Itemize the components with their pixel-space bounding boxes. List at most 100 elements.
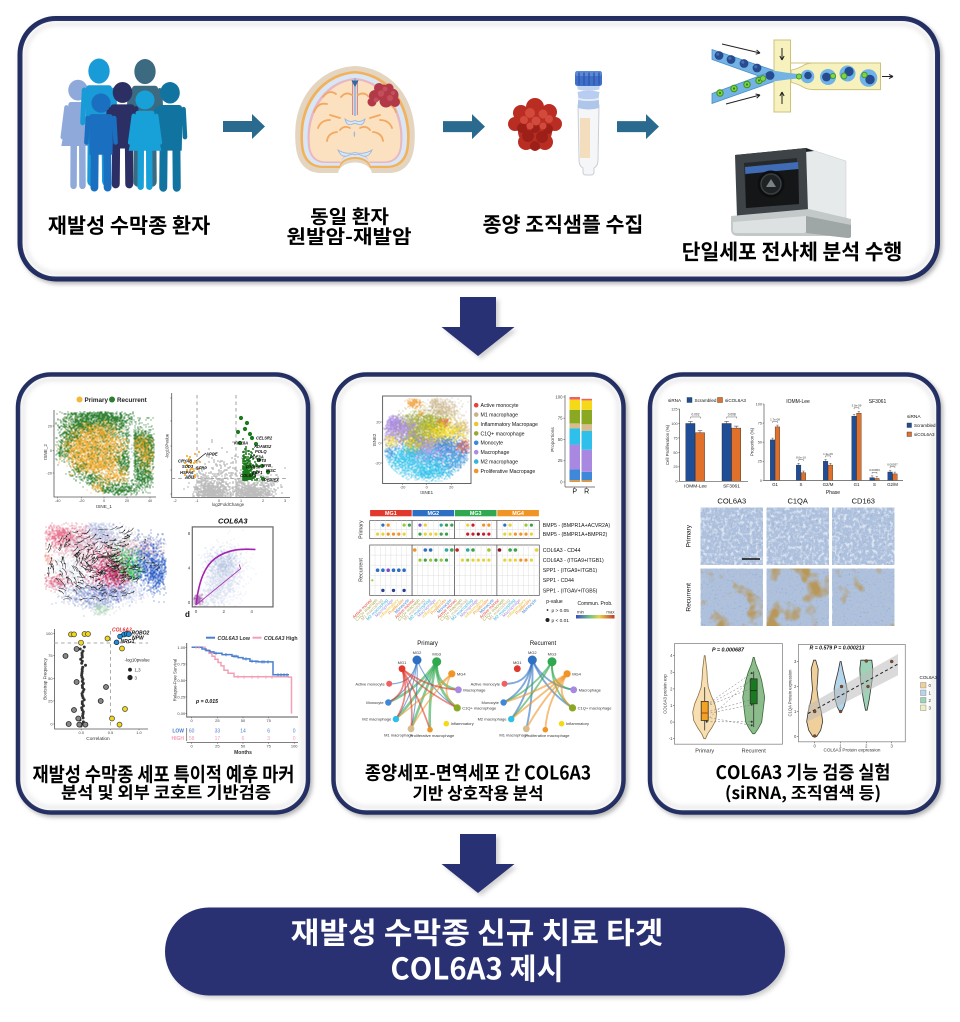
svg-text:Primary: Primary bbox=[85, 397, 109, 404]
svg-text:COL6A3 - (ITGA9+ITGB1): COL6A3 - (ITGA9+ITGB1) bbox=[543, 558, 604, 564]
svg-text:-40: -40 bbox=[55, 499, 61, 503]
svg-text:Phase: Phase bbox=[826, 490, 840, 496]
svg-text:siRNA: siRNA bbox=[907, 414, 921, 420]
svg-text:0: 0 bbox=[50, 721, 53, 726]
svg-text:50: 50 bbox=[48, 676, 53, 681]
svg-text:Months: Months bbox=[234, 750, 252, 756]
svg-text:C1Q+ macrophage: C1Q+ macrophage bbox=[578, 705, 613, 710]
svg-text:NPW: NPW bbox=[132, 636, 145, 642]
svg-text:COL6A3: COL6A3 bbox=[240, 473, 257, 478]
svg-text:MG2: MG2 bbox=[427, 511, 439, 517]
svg-text:APOE: APOE bbox=[205, 452, 218, 457]
svg-text:1: 1 bbox=[670, 703, 673, 708]
svg-text:-log10Pvalue: -log10Pvalue bbox=[165, 433, 170, 458]
svg-text:100: 100 bbox=[46, 631, 53, 636]
svg-text:Inflammatory: Inflammatory bbox=[451, 721, 474, 726]
svg-text:-20: -20 bbox=[375, 461, 381, 465]
svg-text:CELSR2: CELSR2 bbox=[256, 436, 273, 441]
svg-text:0.002: 0.002 bbox=[692, 412, 700, 416]
svg-text:S: S bbox=[873, 482, 876, 487]
svg-text:INSC: INSC bbox=[266, 468, 276, 473]
svg-text:G2/M: G2/M bbox=[823, 482, 834, 487]
svg-text:Inflammatory: Inflammatory bbox=[566, 721, 589, 726]
svg-text:ADAMS2: ADAMS2 bbox=[253, 444, 272, 449]
svg-text:8.0e-10: 8.0e-10 bbox=[796, 456, 806, 460]
svg-text:0: 0 bbox=[218, 499, 220, 503]
svg-text:M1 macrophage: M1 macrophage bbox=[481, 413, 519, 419]
svg-text:0: 0 bbox=[293, 729, 296, 735]
svg-text:-20: -20 bbox=[400, 486, 406, 490]
svg-text:100: 100 bbox=[291, 744, 298, 749]
svg-text:25: 25 bbox=[673, 465, 677, 469]
svg-text:COL6A3: COL6A3 bbox=[717, 497, 746, 506]
svg-text:log2FoldChange: log2FoldChange bbox=[212, 502, 245, 507]
svg-text:1.0: 1.0 bbox=[136, 730, 142, 735]
svg-text:100: 100 bbox=[671, 422, 677, 426]
svg-text:6: 6 bbox=[267, 729, 270, 735]
svg-text:20: 20 bbox=[125, 499, 129, 503]
svg-text:60: 60 bbox=[189, 729, 195, 735]
svg-text:1: 1 bbox=[929, 691, 932, 696]
svg-text:POLQ: POLQ bbox=[255, 449, 267, 454]
svg-text:-1: -1 bbox=[195, 499, 198, 503]
svg-text:C1Q+ macrophage: C1Q+ macrophage bbox=[462, 705, 497, 710]
svg-text:min: min bbox=[577, 610, 585, 615]
svg-text:1,3: 1,3 bbox=[135, 668, 142, 673]
svg-text:Recurrent: Recurrent bbox=[686, 583, 693, 612]
svg-text:50: 50 bbox=[241, 744, 246, 749]
svg-text:tSNE1: tSNE1 bbox=[420, 490, 433, 495]
svg-text:8: 8 bbox=[188, 531, 191, 536]
svg-text:R: R bbox=[584, 489, 589, 496]
svg-text:MG4: MG4 bbox=[457, 671, 466, 676]
svg-text:Proportions: Proportions bbox=[550, 427, 556, 452]
svg-text:0: 0 bbox=[814, 743, 817, 748]
svg-text:0.0: 0.0 bbox=[79, 730, 85, 735]
svg-text:R = 0.579 P = 0.000213: R = 0.579 P = 0.000213 bbox=[810, 646, 865, 652]
svg-text:3: 3 bbox=[670, 670, 673, 675]
svg-text:20: 20 bbox=[376, 420, 380, 424]
svg-text:CRYAB: CRYAB bbox=[178, 459, 192, 464]
svg-text:0.5: 0.5 bbox=[108, 730, 114, 735]
svg-text:25: 25 bbox=[48, 698, 53, 703]
svg-text:COL6A3: COL6A3 bbox=[218, 517, 248, 526]
svg-text:High: High bbox=[286, 636, 298, 642]
svg-text:Proliferative macrophage: Proliferative macrophage bbox=[525, 733, 570, 738]
svg-text:58: 58 bbox=[189, 736, 195, 742]
svg-text:-1: -1 bbox=[669, 736, 673, 741]
svg-text:MG3: MG3 bbox=[470, 511, 482, 517]
svg-text:SPP1 - (ITGAV+ITGB5): SPP1 - (ITGAV+ITGB5) bbox=[543, 588, 598, 594]
svg-text:Scrambled: Scrambled bbox=[914, 423, 936, 428]
svg-text:Monocyte: Monocyte bbox=[366, 700, 384, 705]
svg-text:MG4: MG4 bbox=[572, 671, 581, 676]
svg-text:100: 100 bbox=[756, 402, 762, 406]
svg-text:C1QA Protein expression: C1QA Protein expression bbox=[787, 669, 792, 717]
svg-text:125: 125 bbox=[671, 407, 677, 411]
svg-text:1.7e-08: 1.7e-08 bbox=[770, 417, 780, 421]
svg-text:max: max bbox=[606, 610, 615, 615]
svg-text:1: 1 bbox=[794, 709, 797, 714]
svg-text:p > 0.05: p > 0.05 bbox=[552, 608, 570, 614]
svg-text:0: 0 bbox=[188, 600, 191, 605]
svg-text:75: 75 bbox=[673, 436, 677, 440]
svg-text:0: 0 bbox=[670, 720, 673, 725]
svg-text:3: 3 bbox=[135, 675, 138, 680]
svg-text:G2/M: G2/M bbox=[887, 482, 898, 487]
svg-text:C1QA: C1QA bbox=[787, 497, 807, 506]
svg-text:HIGH: HIGH bbox=[172, 736, 185, 742]
svg-text:0: 0 bbox=[103, 499, 105, 503]
svg-text:75: 75 bbox=[266, 718, 271, 723]
svg-text:4: 4 bbox=[670, 653, 673, 658]
svg-text:75: 75 bbox=[48, 653, 53, 658]
svg-text:Recurrent: Recurrent bbox=[117, 397, 148, 404]
svg-text:20: 20 bbox=[48, 424, 52, 428]
svg-text:50: 50 bbox=[241, 718, 246, 723]
svg-text:75: 75 bbox=[758, 422, 762, 426]
svg-text:tSNE_1: tSNE_1 bbox=[96, 504, 112, 509]
svg-text:4: 4 bbox=[250, 609, 253, 614]
svg-text:0: 0 bbox=[190, 744, 193, 749]
svg-text:3: 3 bbox=[891, 743, 894, 748]
svg-text:75: 75 bbox=[558, 416, 563, 421]
svg-text:2: 2 bbox=[865, 743, 868, 748]
svg-text:2: 2 bbox=[222, 609, 225, 614]
svg-text:Proportion (%): Proportion (%) bbox=[750, 427, 755, 456]
